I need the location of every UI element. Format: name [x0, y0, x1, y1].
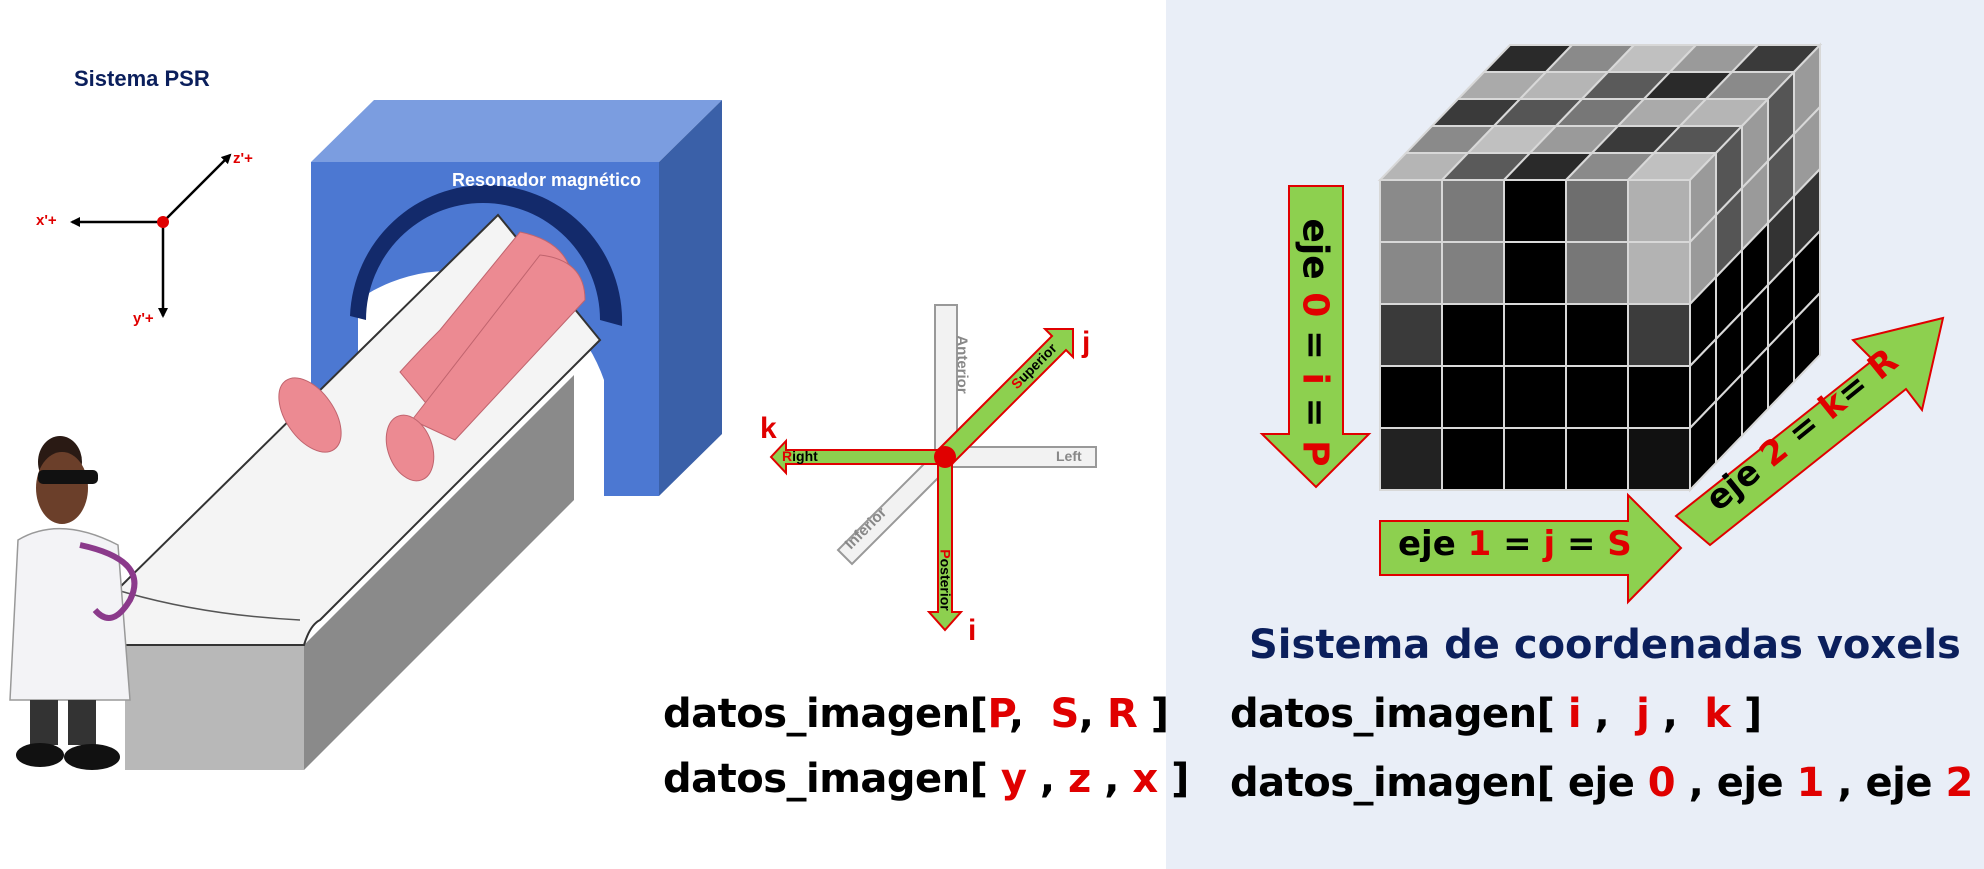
- patient-foot-left: [278, 377, 342, 453]
- voxel-system-title: Sistema de coordenadas voxels: [1249, 622, 1961, 668]
- axis0-label: eje 0 = i = P: [1294, 218, 1336, 467]
- voxel-front-cell: [1441, 427, 1505, 491]
- k-label: k: [760, 412, 777, 445]
- voxel-cube: [1377, 42, 1823, 493]
- posterior-arrow: [926, 463, 964, 632]
- doctor-shoe-right: [64, 744, 120, 770]
- axis1-arrow: [1379, 492, 1683, 605]
- left-label: Left: [1056, 448, 1082, 464]
- voxel-front-cell: [1627, 303, 1691, 367]
- posterior-label: Posterior: [938, 549, 954, 610]
- voxel-front-cell: [1441, 303, 1505, 367]
- posterior-rest: osterior: [937, 558, 954, 611]
- right-label: Right: [782, 448, 818, 464]
- voxel-front-cell: [1503, 179, 1567, 243]
- j-label: j: [1082, 326, 1091, 359]
- voxel-front-cell: [1565, 179, 1629, 243]
- voxel-front-cell: [1379, 365, 1443, 429]
- scanner-bore-ring: [350, 184, 623, 326]
- voxel-front-cell: [1565, 303, 1629, 367]
- axis2-arrow: [1674, 316, 1945, 547]
- voxel-front-cell: [1565, 365, 1629, 429]
- stethoscope-icon: [79, 542, 138, 621]
- voxel-front-cell: [1441, 179, 1505, 243]
- voxel-front-cell: [1379, 179, 1443, 243]
- anterior-label: Anterior: [953, 335, 971, 394]
- voxel-side-cell: [1793, 290, 1821, 385]
- cube-axis-arrows: [1259, 185, 1945, 605]
- voxel-front-cell: [1565, 241, 1629, 305]
- scanner-label: Resonador magnético: [452, 170, 642, 190]
- compass-origin-dot: [934, 446, 956, 468]
- doctor-figure: [9, 436, 138, 770]
- voxel-front-cell: [1441, 241, 1505, 305]
- table-edge: [116, 589, 301, 621]
- table-side: [304, 375, 574, 770]
- anatomical-compass: [769, 304, 1097, 632]
- right-rest: ight: [792, 448, 818, 464]
- superior-arrow: [936, 328, 1074, 466]
- patient-foot-right: [385, 414, 435, 482]
- voxel-front-cell: [1627, 365, 1691, 429]
- voxel-front-cell: [1627, 427, 1691, 491]
- voxel-front-cell: [1379, 303, 1443, 367]
- axis1-label: eje 1 = j = S: [1398, 524, 1632, 564]
- patient-body: [278, 231, 586, 482]
- doctor-leg-left: [30, 700, 58, 745]
- psr-axes: [70, 153, 232, 318]
- voxel-front-cell: [1441, 365, 1505, 429]
- axis0-arrow: [1259, 185, 1372, 489]
- doctor-leg-right: [68, 700, 96, 745]
- origin-dot: [157, 216, 169, 228]
- doctor-head: [36, 452, 88, 524]
- scanner-front: [311, 162, 659, 496]
- i-label: i: [968, 614, 977, 647]
- doctor-coat: [9, 527, 131, 701]
- table-front: [125, 645, 304, 770]
- scanner-top: [311, 100, 722, 162]
- voxel-front-cell: [1503, 303, 1567, 367]
- voxel-front-cell: [1565, 427, 1629, 491]
- formula-ijk: datos_imagen[ i , j , k ]: [1230, 691, 1762, 737]
- voxel-front-cell: [1627, 179, 1691, 243]
- z-axis-arrow: [162, 153, 232, 223]
- doctor-shoe-left: [16, 743, 64, 767]
- formula-psr: datos_imagen[P, S, R ]: [663, 691, 1169, 737]
- psr-title: Sistema PSR: [74, 66, 210, 91]
- voxel-front-cell: [1503, 365, 1567, 429]
- mri-scanner: [311, 100, 722, 496]
- formula-yzx: datos_imagen[ y , z , x ]: [663, 756, 1189, 802]
- posterior-initial: P: [937, 549, 954, 559]
- y-axis-label: y'+: [133, 310, 154, 327]
- voxel-front-cell: [1627, 241, 1691, 305]
- voxel-front-cell: [1379, 427, 1443, 491]
- x-axis-label: x'+: [36, 212, 57, 229]
- patient-leg-right: [411, 254, 586, 441]
- voxel-front-cell: [1503, 427, 1567, 491]
- voxel-front-cell: [1503, 241, 1567, 305]
- voxel-front-cell: [1379, 241, 1443, 305]
- right-initial: R: [782, 448, 793, 464]
- right-arrow: [769, 438, 947, 476]
- z-axis-label: z'+: [233, 150, 253, 167]
- scanner-side: [659, 100, 722, 496]
- formula-eje: datos_imagen[ eje 0 , eje 1 , eje 2 ]: [1230, 760, 1973, 806]
- doctor-glasses: [38, 470, 98, 484]
